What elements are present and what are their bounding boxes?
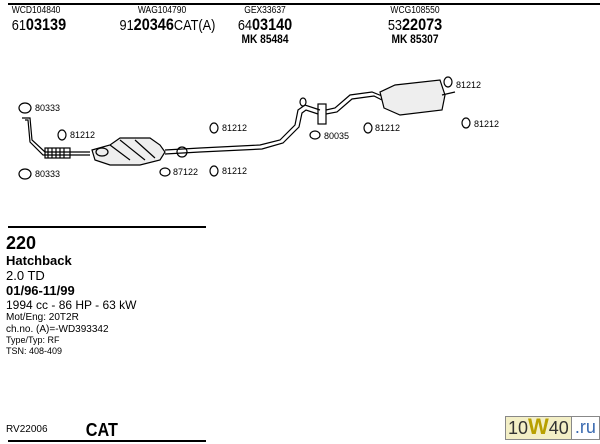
logo-domain: .ru: [570, 417, 599, 439]
rear-pipe: [325, 91, 383, 111]
part-prefix: 64: [237, 17, 252, 34]
rubber-mount-icons: [18, 76, 471, 180]
clamp: [176, 146, 188, 158]
part-suffix: CAT(A): [173, 17, 216, 34]
vehicle-type: Type/Typ: RF: [6, 335, 60, 346]
logo-part: 40: [548, 418, 569, 438]
part-header-3: GEX33637 6403140 MK 85484: [230, 5, 300, 46]
info-divider: [8, 226, 206, 228]
rear-silencer: [379, 79, 446, 116]
logo-part: 10: [508, 418, 529, 438]
part-number: 20346: [133, 15, 174, 34]
engine-code: Mot/Eng: 20T2R: [6, 312, 79, 324]
part-code: WCD104840: [11, 5, 61, 16]
chassis-number: ch.no. (A)=-WD393342: [6, 323, 109, 335]
part-header-1: WCD104840 6103139: [8, 5, 66, 34]
part-number: 03140: [251, 15, 293, 34]
part-label: 80035: [324, 131, 349, 141]
vehicle-body: Hatchback: [6, 252, 72, 268]
part-number: 03139: [25, 15, 67, 34]
part-code: GEX33637: [244, 5, 286, 16]
vehicle-engine: 2.0 TD: [6, 267, 45, 283]
joint-flange: [317, 103, 327, 125]
part-label: 81212: [375, 123, 400, 133]
part-number: 22073: [401, 15, 443, 34]
footer-divider: [8, 440, 206, 442]
part-header-4: WCG108550 5322073 MK 85307: [380, 5, 450, 46]
part-prefix: 91: [119, 17, 134, 34]
reference-code: RV22006: [6, 424, 48, 435]
part-code: WCG108550: [390, 5, 440, 16]
part-label: 87122: [173, 167, 198, 177]
part-label: 81212: [222, 123, 247, 133]
vehicle-period: 01/96-11/99: [6, 282, 75, 298]
part-label: 81212: [70, 130, 95, 140]
vehicle-model: 220: [6, 233, 37, 253]
vehicle-tsn: TSN: 408-409: [6, 345, 63, 356]
logo-part: W: [528, 414, 549, 439]
part-prefix: 61: [11, 17, 26, 34]
exhaust-drawing: 80333 80333 81212 81212 81212 81212 8121…: [18, 76, 499, 180]
part-prefix: 53: [387, 17, 402, 34]
part-code: WAG104790: [137, 5, 187, 16]
vehicle-info: 220 Hatchback 2.0 TD 01/96-11/99 1994 cc…: [6, 233, 137, 356]
flex-joint: [44, 147, 71, 159]
part-label: 81212: [222, 166, 247, 176]
mk-number: MK 85484: [241, 32, 289, 46]
mk-number: MK 85307: [391, 32, 439, 46]
part-label: 80333: [35, 169, 60, 179]
part-label: 80333: [35, 103, 60, 113]
vehicle-specs: 1994 cc - 86 HP - 63 kW: [6, 297, 137, 312]
site-logo: 10W40 .ru: [505, 416, 600, 440]
top-divider: [8, 3, 600, 5]
cat-label: CAT: [85, 420, 118, 440]
part-label: 81212: [474, 119, 499, 129]
part-header-2: WAG104790 9120346CAT(A): [112, 5, 216, 34]
part-label: 81212: [456, 80, 481, 90]
catalytic-converter: [91, 137, 166, 166]
